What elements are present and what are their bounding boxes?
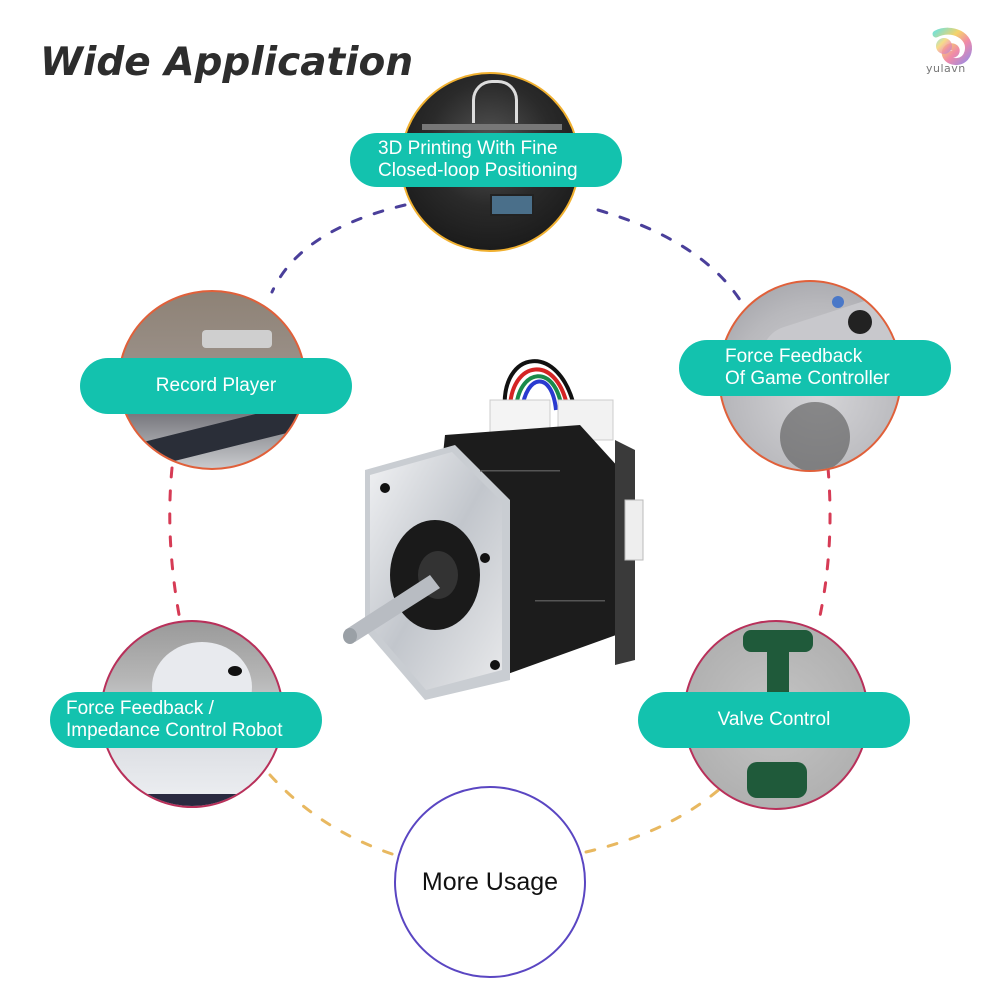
pill-line-2: Closed-loop Positioning	[378, 160, 578, 181]
brand-name: yulavn	[926, 62, 966, 75]
pill-line-2: Of Game Controller	[725, 368, 890, 389]
stepper-motor-image	[343, 359, 644, 700]
pill-line-1: Force Feedback	[725, 346, 863, 367]
application-pill-valve: Valve Control	[638, 692, 910, 748]
pill-label: Valve Control	[717, 709, 831, 730]
more-usage-label: More Usage	[421, 867, 559, 896]
pill-label: Record Player	[155, 375, 277, 396]
page-title: Wide Application	[40, 40, 414, 85]
pill-line-1: 3D Printing With Fine	[378, 138, 558, 159]
application-pill-3d-printing: 3D Printing With Fine Closed-loop Positi…	[350, 133, 622, 187]
application-pill-game-controller: Force Feedback Of Game Controller	[679, 340, 951, 396]
application-pill-record-player: Record Player	[80, 358, 352, 414]
more-usage-circle: More Usage	[394, 786, 586, 978]
pill-line-2: Impedance Control Robot	[66, 720, 283, 741]
pill-line-1: Force Feedback /	[66, 698, 214, 719]
application-pill-robot: Force Feedback / Impedance Control Robot	[50, 692, 322, 748]
brand-logo-icon	[932, 27, 972, 65]
